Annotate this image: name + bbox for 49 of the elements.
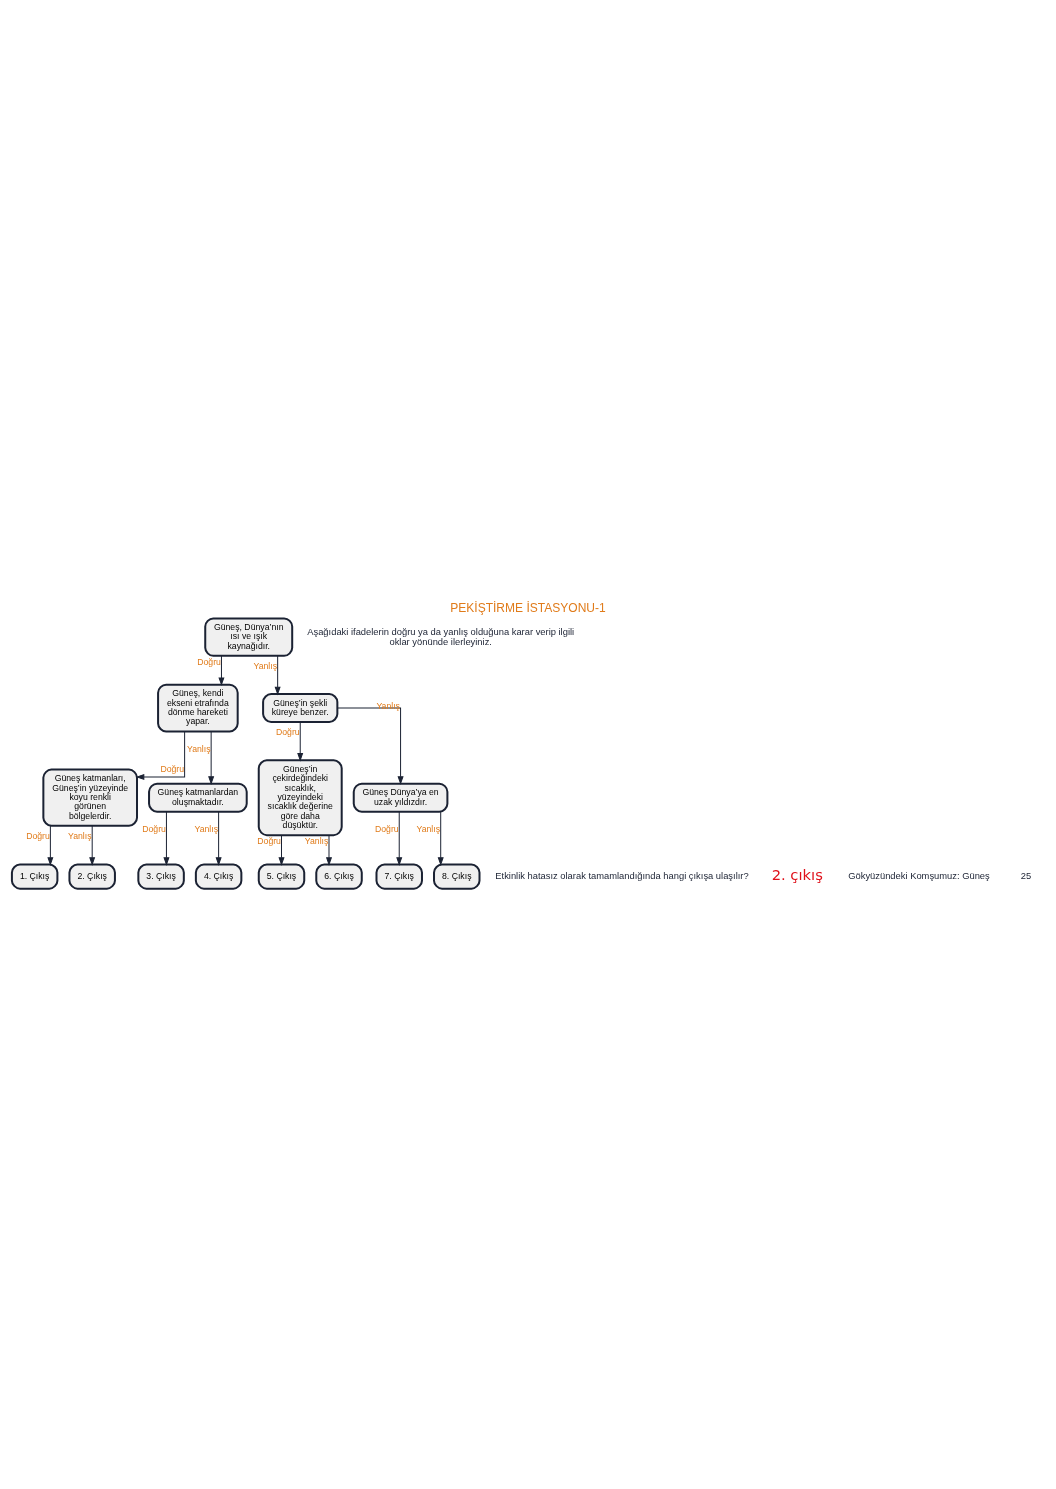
edge-label: Doğru xyxy=(276,727,300,738)
node-box: 5. Çıkış xyxy=(257,863,306,890)
arrow xyxy=(47,825,54,865)
arrow xyxy=(218,655,225,686)
edge-label: Yanlış xyxy=(68,831,92,842)
arrow xyxy=(208,731,214,784)
node-box: Güneş, kendi ekseni etrafında dönme hareketi yapar. xyxy=(157,683,239,733)
edge-label: Yanlış xyxy=(304,836,329,847)
label: Etkinlik hatasız olarak tamamlandığında hangi çıkışa ulaşılır? xyxy=(495,871,749,882)
edge-label: Doğru xyxy=(142,824,166,835)
arrow xyxy=(297,721,304,761)
arrow xyxy=(326,834,332,865)
arrow xyxy=(136,731,186,780)
node-box: 8. Çıkış xyxy=(433,863,481,890)
edge-label: Doğru xyxy=(375,824,399,835)
node-box: 7. Çıkış xyxy=(375,863,423,890)
edge-label: Yanlış xyxy=(187,743,211,754)
label: Aşağıdaki ifadelerin doğru ya da yanlış olduğuna karar verip ilgili oklar yönünde ilerleyiniz. xyxy=(307,626,575,647)
arrow xyxy=(274,655,281,695)
edge-label: Doğru xyxy=(160,764,185,775)
node-box: Güneş Dünya’ya en uzak yıldızdır. xyxy=(352,782,449,813)
node-box: 1. Çıkış xyxy=(10,863,59,890)
edge-label: Yanlış xyxy=(416,824,441,835)
node-box: 2. Çıkış xyxy=(68,863,116,890)
node-box: 3. Çıkış xyxy=(137,863,185,890)
label: 2. çıkış xyxy=(771,866,823,884)
arrow xyxy=(437,811,444,865)
arrow xyxy=(278,834,285,865)
edge-label: Doğru xyxy=(197,656,221,667)
edge-label: Yanlış xyxy=(376,700,400,711)
diagram-title: PEKİŞTİRME İSTASYONU-1 xyxy=(450,600,606,615)
node-box: 6. Çıkış xyxy=(315,863,363,890)
node-box: Güneş katmanlardan oluşmaktadır. xyxy=(148,782,248,813)
edge-label: Doğru xyxy=(26,831,50,842)
node-box: 4. Çıkış xyxy=(194,863,243,890)
edge-label: Yanlış xyxy=(194,824,218,835)
node-box: Güneş’in şekli küreye benzer. xyxy=(262,693,339,724)
arrow xyxy=(215,811,222,865)
edge-label: Yanlış xyxy=(253,661,278,672)
arrow xyxy=(337,707,404,784)
node-box: Güneş katmanları, Güneş’in yüzeyinde koyu renkli görünen bölgelerdir. xyxy=(42,768,138,827)
arrow xyxy=(163,811,170,865)
arrow xyxy=(396,811,403,865)
node-box: Güneş’in çekirdeğindeki sıcaklık, yüzeyindeki sıcaklık değerine göre daha düşüktür. xyxy=(257,759,343,837)
node-box: Güneş, Dünya’nın ısı ve ışık kaynağıdır. xyxy=(204,617,294,657)
label: 25 xyxy=(1020,871,1032,882)
arrow xyxy=(89,825,96,865)
edge-label: Doğru xyxy=(257,836,281,847)
label: Gökyüzündeki Komşumuz: Güneş xyxy=(848,871,990,882)
